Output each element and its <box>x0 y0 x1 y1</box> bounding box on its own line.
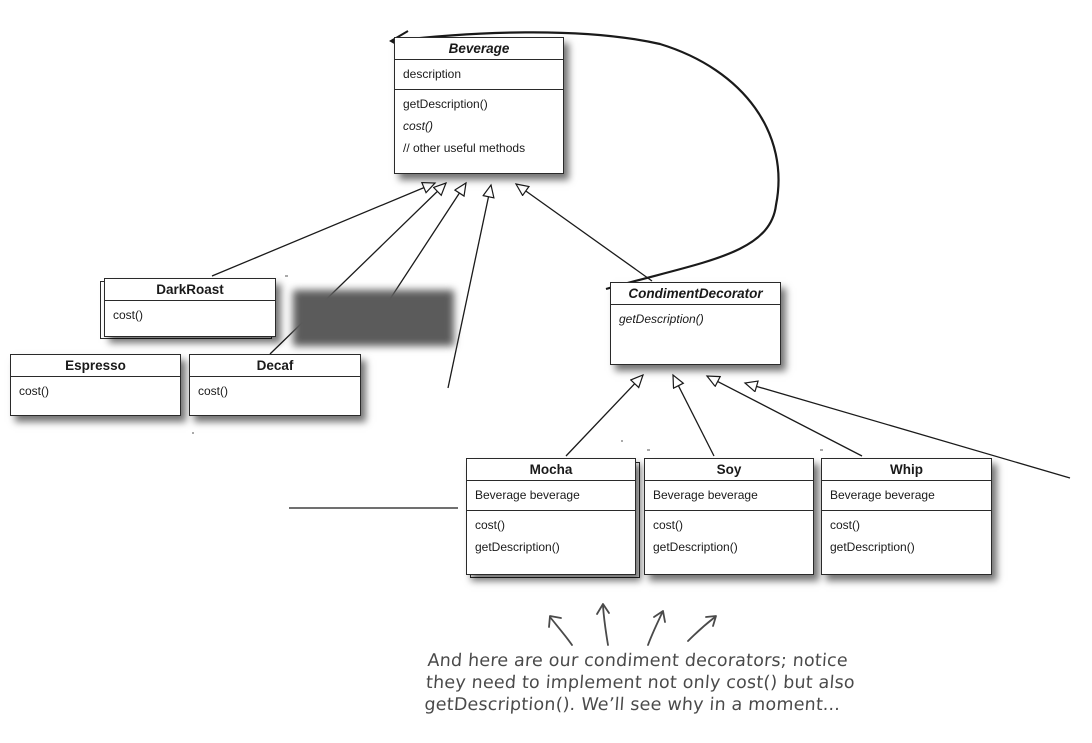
beverage-class[interactable]: Beverage description getDescription() co… <box>394 37 564 174</box>
whip-attributes: Beverage beverage <box>822 481 991 511</box>
espresso-class[interactable]: Espresso cost() <box>10 354 181 416</box>
hand-arrow-icon <box>687 616 716 642</box>
espresso-method: cost() <box>19 384 49 398</box>
espresso-class-name: Espresso <box>11 355 180 377</box>
soy-methods: cost() getDescription() <box>645 511 813 562</box>
condiment-decorator-to-beverage-line <box>516 184 653 282</box>
handwritten-annotation: And here are our condiment decorators; n… <box>424 650 899 716</box>
soy-to-decorator-line <box>673 375 715 457</box>
darkroast-to-beverage-line <box>211 183 435 277</box>
annotation-line: they need to implement not only cost() b… <box>425 673 856 693</box>
hand-arrow-icon <box>653 610 666 623</box>
whip-method: cost() <box>830 518 860 532</box>
annotation-line: getDescription(). We’ll see why in a mom… <box>423 695 841 715</box>
hand-arrow-icon <box>596 603 610 615</box>
soy-attribute: Beverage beverage <box>653 488 758 502</box>
whip-class[interactable]: Whip Beverage beverage cost() getDescrip… <box>821 458 992 575</box>
whip-to-decorator-line <box>707 376 863 457</box>
beverage-class-name: Beverage <box>395 38 563 60</box>
whip-methods: cost() getDescription() <box>822 511 991 562</box>
mocha-to-decorator-line <box>565 375 643 457</box>
mocha-methods: cost() getDescription() <box>467 511 635 562</box>
condiment-decorator-method: getDescription() <box>619 312 704 326</box>
condiment-decorator-methods: getDescription() <box>611 305 780 334</box>
hand-drawn-arrows <box>548 603 717 646</box>
beverage-method: getDescription() <box>403 97 488 111</box>
whip-class-name: Whip <box>822 459 991 481</box>
decaf-class-name: Decaf <box>190 355 360 377</box>
darkroast-class-name: DarkRoast <box>105 279 275 301</box>
soy-class[interactable]: Soy Beverage beverage cost() getDescript… <box>644 458 814 575</box>
hand-arrow-icon <box>548 615 562 628</box>
beverage-methods: getDescription() cost() // other useful … <box>395 90 563 163</box>
whip-attribute: Beverage beverage <box>830 488 935 502</box>
mocha-attribute: Beverage beverage <box>475 488 580 502</box>
hand-arrow-icon <box>549 616 573 646</box>
mocha-attributes: Beverage beverage <box>467 481 635 511</box>
soy-class-name: Soy <box>645 459 813 481</box>
beverage-attribute: description <box>403 67 462 81</box>
beverage-method: // other useful methods <box>403 141 526 155</box>
condiment-decorator-class-name: CondimentDecorator <box>611 283 780 305</box>
decaf-class[interactable]: Decaf cost() <box>189 354 361 416</box>
decorator-wraps-beverage-curve <box>391 31 780 291</box>
hand-arrow-icon <box>647 612 663 646</box>
condiment-decorator-class[interactable]: CondimentDecorator getDescription() <box>610 282 781 365</box>
beverage-method: cost() <box>403 119 433 133</box>
mocha-class[interactable]: Mocha Beverage beverage cost() getDescri… <box>466 458 636 575</box>
darkroast-method: cost() <box>113 308 143 322</box>
darkroast-methods: cost() <box>105 301 275 330</box>
annotation-line: And here are our condiment decorators; n… <box>426 651 849 671</box>
offscreen-class-to-beverage-line <box>447 185 491 389</box>
mocha-method: getDescription() <box>475 540 560 554</box>
soy-method: cost() <box>653 518 683 532</box>
decaf-method: cost() <box>198 384 228 398</box>
hand-arrow-icon <box>602 605 609 646</box>
hand-arrow-icon <box>705 615 717 627</box>
mocha-class-name: Mocha <box>467 459 635 481</box>
mocha-method: cost() <box>475 518 505 532</box>
hidden-class-box <box>293 290 454 346</box>
whip-method: getDescription() <box>830 540 915 554</box>
soy-attributes: Beverage beverage <box>645 481 813 511</box>
offscreen-decorator-line <box>745 383 1071 479</box>
decaf-methods: cost() <box>190 377 360 406</box>
espresso-methods: cost() <box>11 377 180 406</box>
darkroast-class[interactable]: DarkRoast cost() <box>104 278 276 337</box>
soy-method: getDescription() <box>653 540 738 554</box>
beverage-attributes: description <box>395 60 563 90</box>
